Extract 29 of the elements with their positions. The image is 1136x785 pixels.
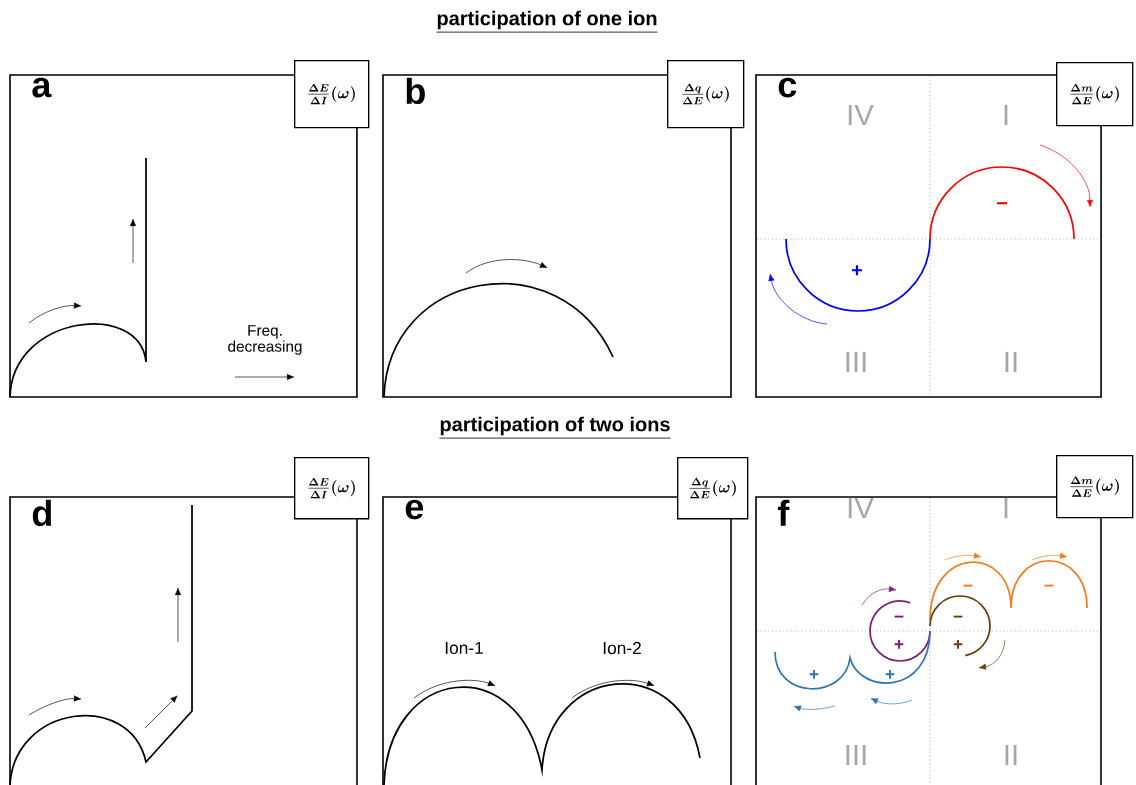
quadrant-numeral: IV <box>848 497 874 519</box>
charge-sign: − <box>894 615 904 618</box>
curve-label: Ion-2 <box>603 641 641 655</box>
charge-sign: − <box>963 584 973 587</box>
formula-box: $\frac{\Delta q}{\Delta E}(\omega)$ <box>677 457 749 520</box>
formula-box: $\frac{\Delta m}{\Delta E}(\omega)$ <box>1056 455 1134 519</box>
charge-sign: + <box>894 639 904 649</box>
quadrant-numeral: I <box>1004 497 1008 519</box>
formula-box: $\frac{\Delta E}{\Delta I}(\omega)$ <box>294 60 370 129</box>
section-heading: participation of two ions <box>439 416 671 439</box>
section-heading: participation of one ion <box>436 10 658 33</box>
formula-box: $\frac{\Delta E}{\Delta I}(\omega)$ <box>294 457 370 520</box>
quadrant-numeral: I <box>1004 104 1008 126</box>
quadrant-numeral: III <box>846 744 866 766</box>
charge-sign: − <box>953 615 963 618</box>
curve-label: Ion-1 <box>445 641 483 655</box>
axis-note: Freq. decreasing <box>228 325 302 355</box>
charge-sign: − <box>997 202 1007 205</box>
quadrant-numeral: II <box>1005 351 1017 373</box>
charge-sign: + <box>809 669 819 679</box>
formula-box: $\frac{\Delta m}{\Delta E}(\omega)$ <box>1056 62 1134 127</box>
charge-sign: + <box>852 265 863 276</box>
quadrant-numeral: II <box>1005 744 1017 766</box>
quadrant-numeral: III <box>846 351 866 373</box>
formula-box: $\frac{\Delta q}{\Delta E}(\omega)$ <box>667 60 745 129</box>
charge-sign: + <box>953 639 963 649</box>
quadrant-numeral: IV <box>848 104 874 126</box>
charge-sign: + <box>885 669 895 679</box>
charge-sign: − <box>1044 584 1054 587</box>
